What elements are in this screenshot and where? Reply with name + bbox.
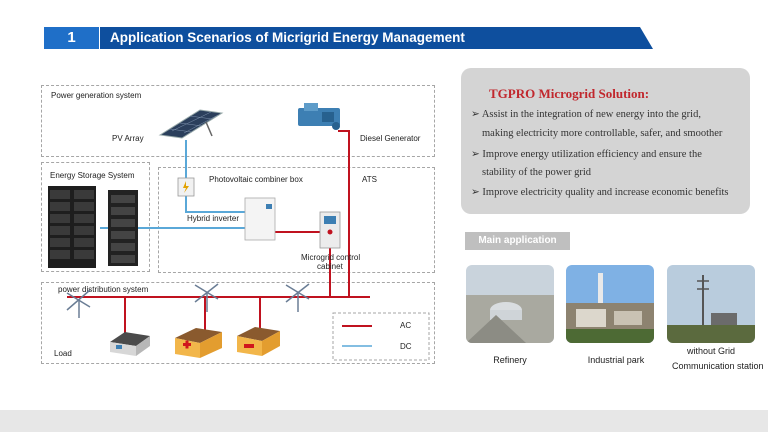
hybrid-inverter-icon	[244, 197, 276, 241]
load-building-icon	[237, 327, 280, 356]
main-application-badge: Main application	[465, 232, 570, 250]
communication-caption-1: without Grid	[686, 346, 736, 356]
combiner-box-icon	[177, 177, 195, 197]
load-house-icon	[110, 332, 150, 356]
solution-line-5: ➢ Improve electricity quality and increa…	[471, 187, 729, 198]
solution-line-4: stability of the power grid	[482, 167, 592, 178]
control-cabinet-icon	[319, 211, 341, 249]
section-number: 1	[44, 27, 99, 49]
industrial-park-caption: Industrial park	[587, 355, 645, 365]
diesel-generator-label: Diesel Generator	[360, 134, 421, 143]
diesel-generator-icon	[298, 103, 340, 130]
communication-caption-2: Communication station	[672, 361, 764, 371]
solution-line-1: ➢ Assist in the integration of new energ…	[471, 109, 701, 120]
solution-line-2: making electricity more controllable, sa…	[482, 128, 723, 139]
pv-array-icon	[158, 109, 224, 139]
legend-ac-label: AC	[400, 321, 412, 330]
refinery-caption: Refinery	[493, 355, 527, 365]
solution-title: TGPRO Microgrid Solution:	[489, 86, 650, 101]
ats-label: ATS	[362, 175, 377, 184]
solution-line-3: ➢ Improve energy utilization efficiency …	[471, 149, 702, 160]
ac-lines	[67, 130, 370, 333]
refinery-photo	[466, 265, 554, 343]
title-bar	[100, 27, 653, 49]
pv-array-label: PV Array	[112, 134, 144, 143]
power-generation-label: Power generation system	[51, 91, 142, 100]
load-label: Load	[54, 349, 72, 358]
combiner-box-label: Photovoltaic combiner box	[209, 175, 303, 184]
legend-box	[332, 312, 430, 361]
energy-storage-box	[41, 162, 150, 272]
control-cabinet-label-2: cabinet	[317, 262, 343, 271]
hybrid-inverter-label: Hybrid inverter	[187, 214, 240, 223]
power-generation-box	[41, 85, 435, 157]
solution-card	[461, 68, 750, 214]
battery-rack-icon	[48, 186, 138, 268]
distribution-tower-icons	[66, 283, 310, 318]
distribution-box	[41, 282, 435, 364]
energy-storage-label: Energy Storage System	[50, 171, 135, 180]
legend-dc-label: DC	[400, 342, 412, 351]
conversion-box	[158, 167, 435, 273]
communication-station-photo	[667, 265, 755, 343]
industrial-park-photo	[566, 265, 654, 343]
page-title: Application Scenarios of Micrigrid Energ…	[110, 30, 465, 45]
load-hospital-icon	[175, 328, 222, 358]
control-cabinet-label-1: Microgrid control	[301, 253, 361, 262]
footer-band	[0, 410, 768, 432]
distribution-label: power distribution system	[58, 285, 149, 294]
